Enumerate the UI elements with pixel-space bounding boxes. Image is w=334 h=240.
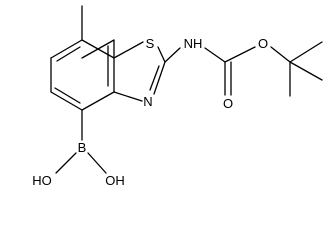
bond-c6-c7 [50,39,83,59]
bond-b-oh-left [55,152,77,174]
bond-tbu-methyl-right [289,61,323,81]
bond-c2-n-inner [149,65,160,91]
bond-c2-n [153,61,166,95]
atom-s: S [146,36,155,51]
bond-layer [50,5,323,174]
atom-label-layer: S NH N O O B HO OH [32,36,268,188]
atom-o-ester: O [258,36,268,51]
bond-c7-c7a-closure [81,39,115,59]
bond-oester-tbu [270,46,291,63]
bond-c2-nh [164,47,181,63]
bond-c4-c5 [50,91,83,111]
bond-c3a-c4 [81,91,115,111]
bond-b-oh-right [87,152,107,174]
atom-n: N [143,94,152,109]
chemical-structure: S NH N O O B HO OH [32,5,323,188]
atom-oh-right: OH [105,173,125,188]
bond-n-c3a [113,91,143,102]
bond-s-c2 [157,46,166,63]
atom-b: B [78,140,87,155]
atom-ho-left: HO [32,173,52,188]
bond-nh-carbonyl [204,47,226,63]
bond-c6-c7-inner [56,46,81,62]
bond-c7a-s [113,41,144,59]
atom-o-carbonyl: O [223,96,233,111]
bond-tbu-methyl-up [289,41,323,63]
bond-c4-c5-inner [54,87,81,104]
atom-nh: NH [184,36,203,51]
bond-carbonyl-oester [224,46,256,63]
